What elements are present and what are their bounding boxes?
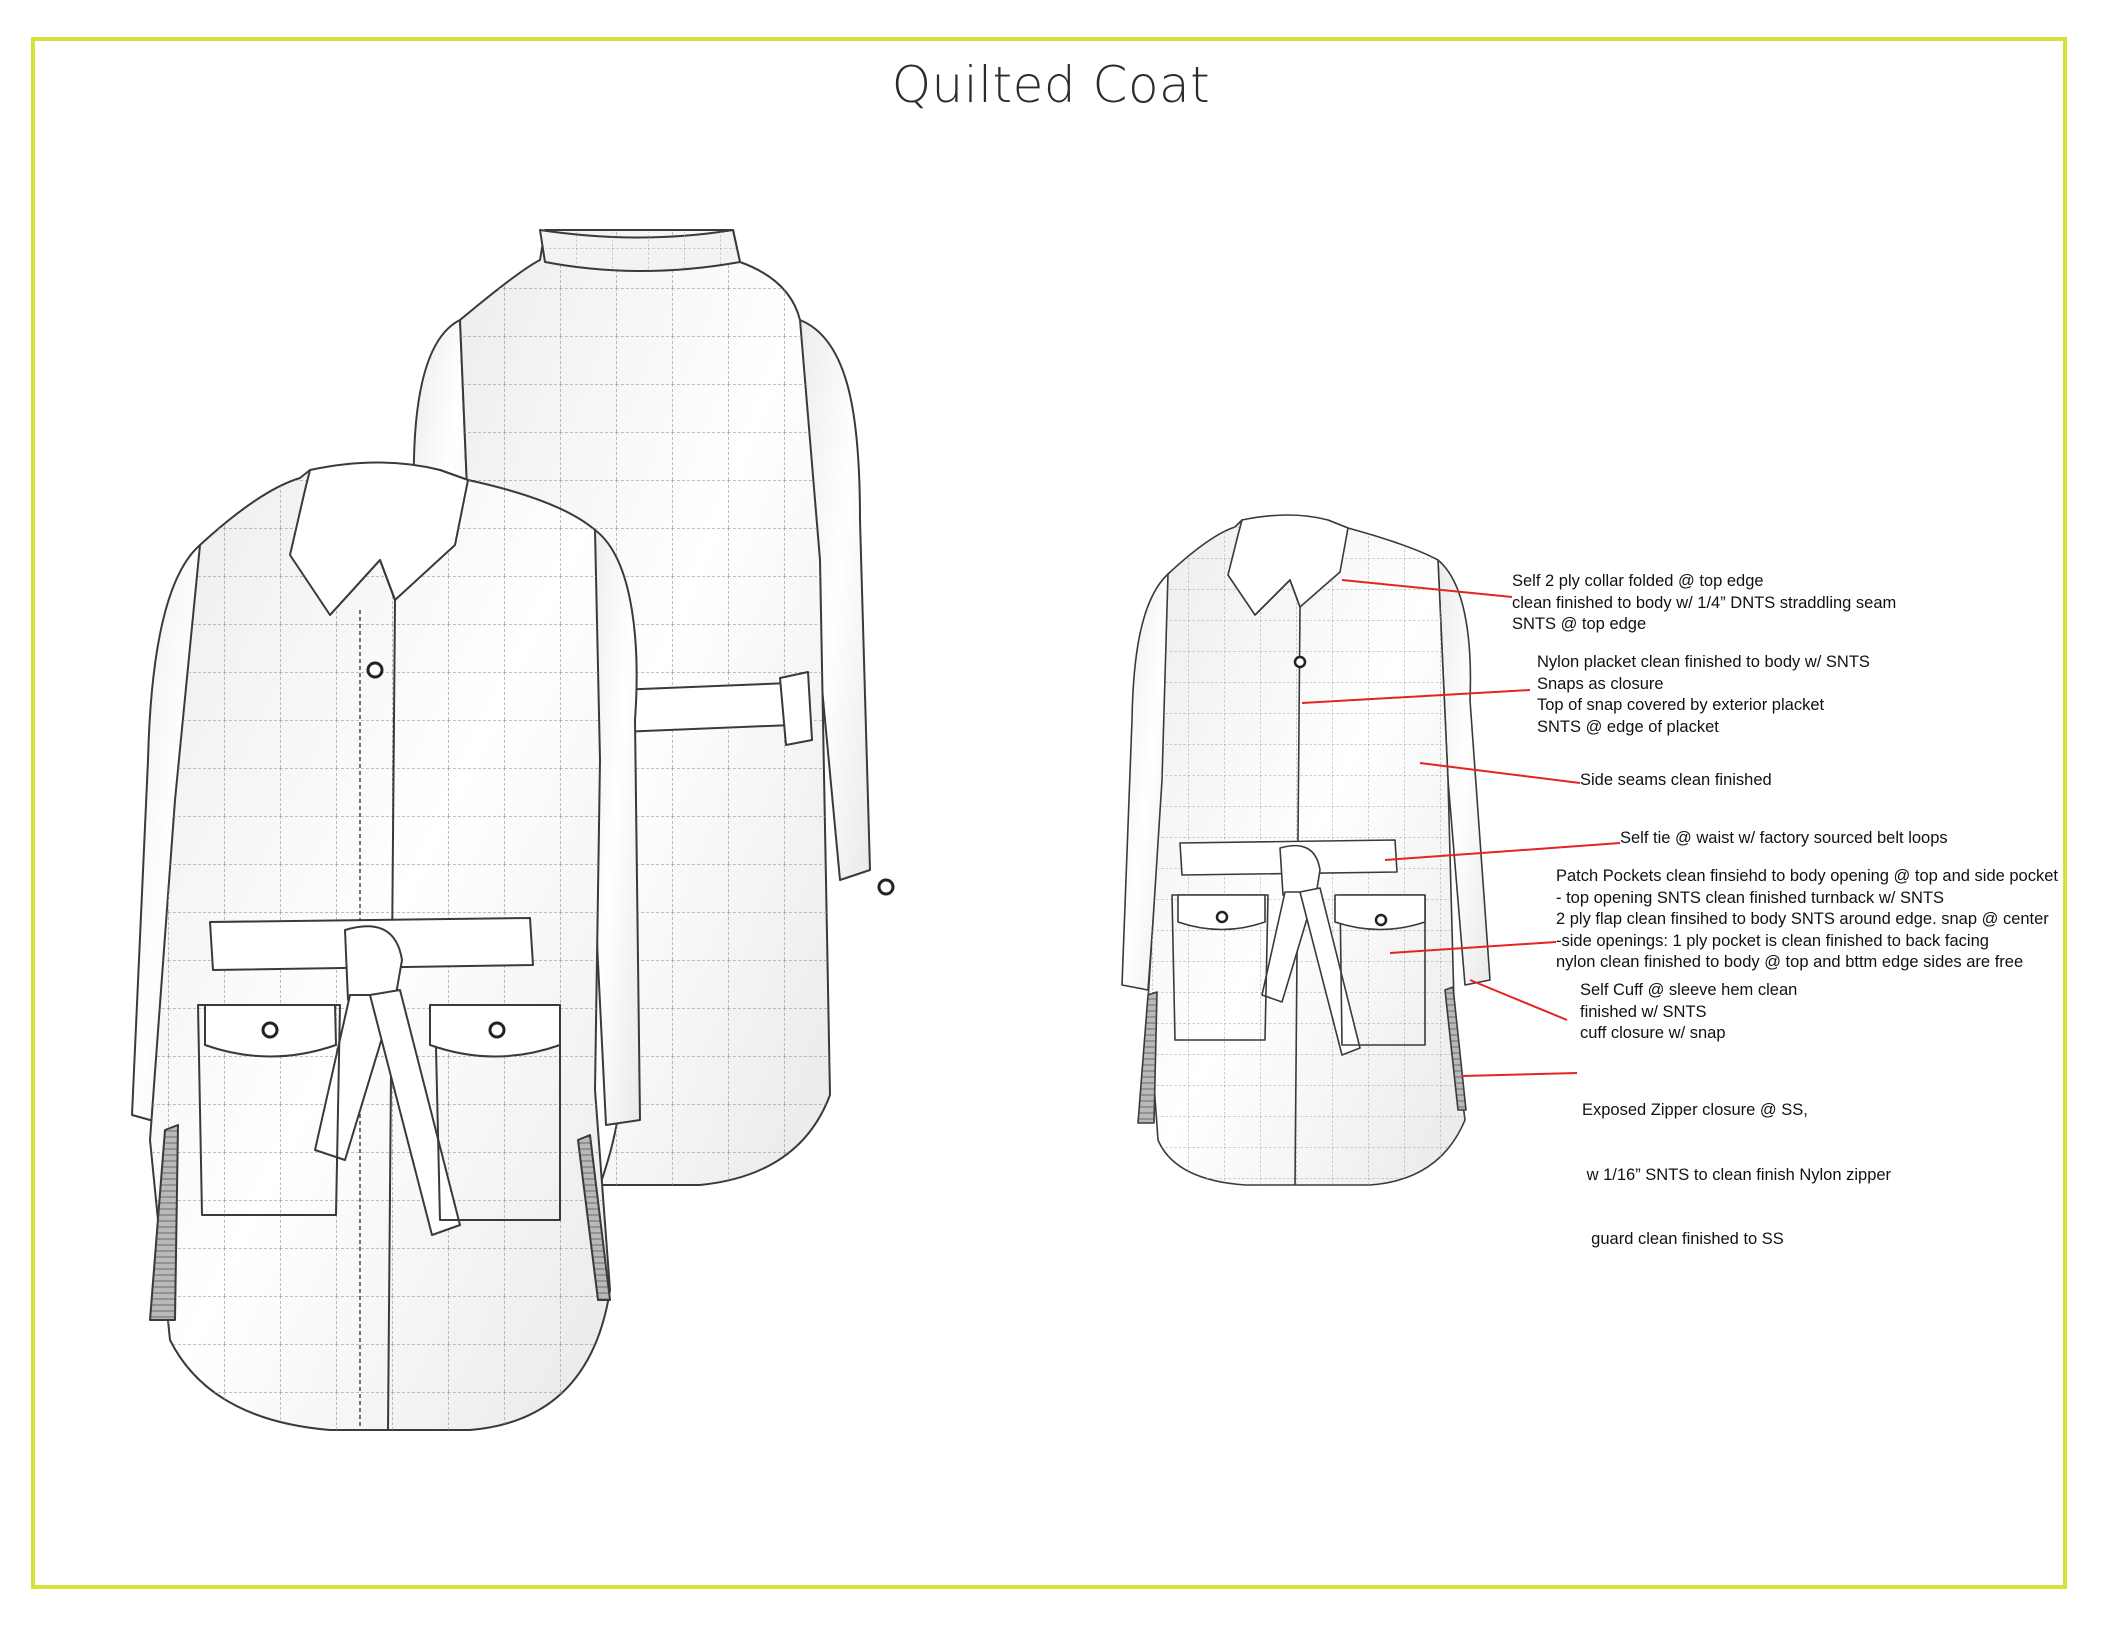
callout-zipper-line: Exposed Zipper closure @ SS, bbox=[1582, 1101, 1808, 1119]
callout-placket: Nylon placket clean finished to body w/ … bbox=[1537, 652, 1870, 738]
callout-patch-pockets: Patch Pockets clean finsiehd to body ope… bbox=[1556, 866, 2058, 974]
callout-cuff: Self Cuff @ sleeve hem clean finished w/… bbox=[1580, 980, 1797, 1045]
callout-placket-line: Top of snap covered by exterior placket bbox=[1537, 696, 1825, 714]
callout-collar: Self 2 ply collar folded @ top edge clea… bbox=[1512, 571, 1896, 636]
callout-line-placket bbox=[1301, 689, 1531, 704]
callout-patch-pockets-line: 2 ply flap clean finsihed to body SNTS a… bbox=[1556, 910, 2049, 928]
callout-zipper-line: w 1/16” SNTS to clean finish Nylon zippe… bbox=[1582, 1165, 1892, 1184]
annotated-front-view-coat bbox=[1121, 514, 1491, 1186]
callout-side-seams: Side seams clean finished bbox=[1580, 770, 1772, 792]
callout-line-side-seams bbox=[1419, 762, 1581, 784]
front-view-coat bbox=[131, 461, 641, 1431]
callout-placket-line: SNTS @ edge of placket bbox=[1537, 717, 1719, 736]
callout-cuff-line: cuff closure w/ snap bbox=[1580, 1024, 1726, 1042]
callout-line-zipper bbox=[1461, 1072, 1578, 1077]
page-title: Quilted Coat bbox=[891, 56, 1211, 114]
callout-line-cuff bbox=[1469, 979, 1568, 1021]
callout-cuff-line: Self Cuff @ sleeve hem clean bbox=[1580, 981, 1798, 999]
callout-lines bbox=[1301, 579, 1621, 1077]
callout-line-collar bbox=[1341, 579, 1513, 598]
callout-patch-pockets-line: nylon clean finished to body @ top and b… bbox=[1556, 953, 2024, 971]
callout-self-tie-line: Self tie @ waist w/ factory sourced belt… bbox=[1620, 829, 1948, 847]
callout-line-patch-pockets bbox=[1389, 941, 1557, 954]
callout-patch-pockets-line: - top opening SNTS clean finished turnba… bbox=[1556, 888, 1944, 907]
callout-collar-line: clean finished to body w/ 1/4” DNTS stra… bbox=[1512, 593, 1897, 612]
page-border bbox=[31, 37, 2067, 1589]
callout-self-tie: Self tie @ waist w/ factory sourced belt… bbox=[1620, 828, 1948, 850]
callout-collar-line: Self 2 ply collar folded @ top edge bbox=[1512, 572, 1764, 590]
callout-collar-line: SNTS @ top edge bbox=[1512, 615, 1647, 633]
callout-cuff-line: finished w/ SNTS bbox=[1580, 1002, 1707, 1021]
callout-zipper-line: guard clean finished to SS bbox=[1582, 1230, 1784, 1248]
callout-side-seams-line: Side seams clean finished bbox=[1580, 771, 1772, 789]
callout-zipper: Exposed Zipper closure @ SS, w 1/16” SNT… bbox=[1582, 1057, 1891, 1272]
callout-patch-pockets-line: Patch Pockets clean finsiehd to body ope… bbox=[1556, 867, 2058, 885]
callout-placket-line: Snaps as closure bbox=[1537, 674, 1664, 693]
callout-placket-line: Nylon placket clean finished to body w/ … bbox=[1537, 653, 1870, 671]
callout-patch-pockets-line: -side openings: 1 ply pocket is clean fi… bbox=[1556, 931, 1989, 950]
back-view-coat bbox=[412, 229, 895, 1186]
callout-line-self-tie bbox=[1384, 842, 1621, 861]
